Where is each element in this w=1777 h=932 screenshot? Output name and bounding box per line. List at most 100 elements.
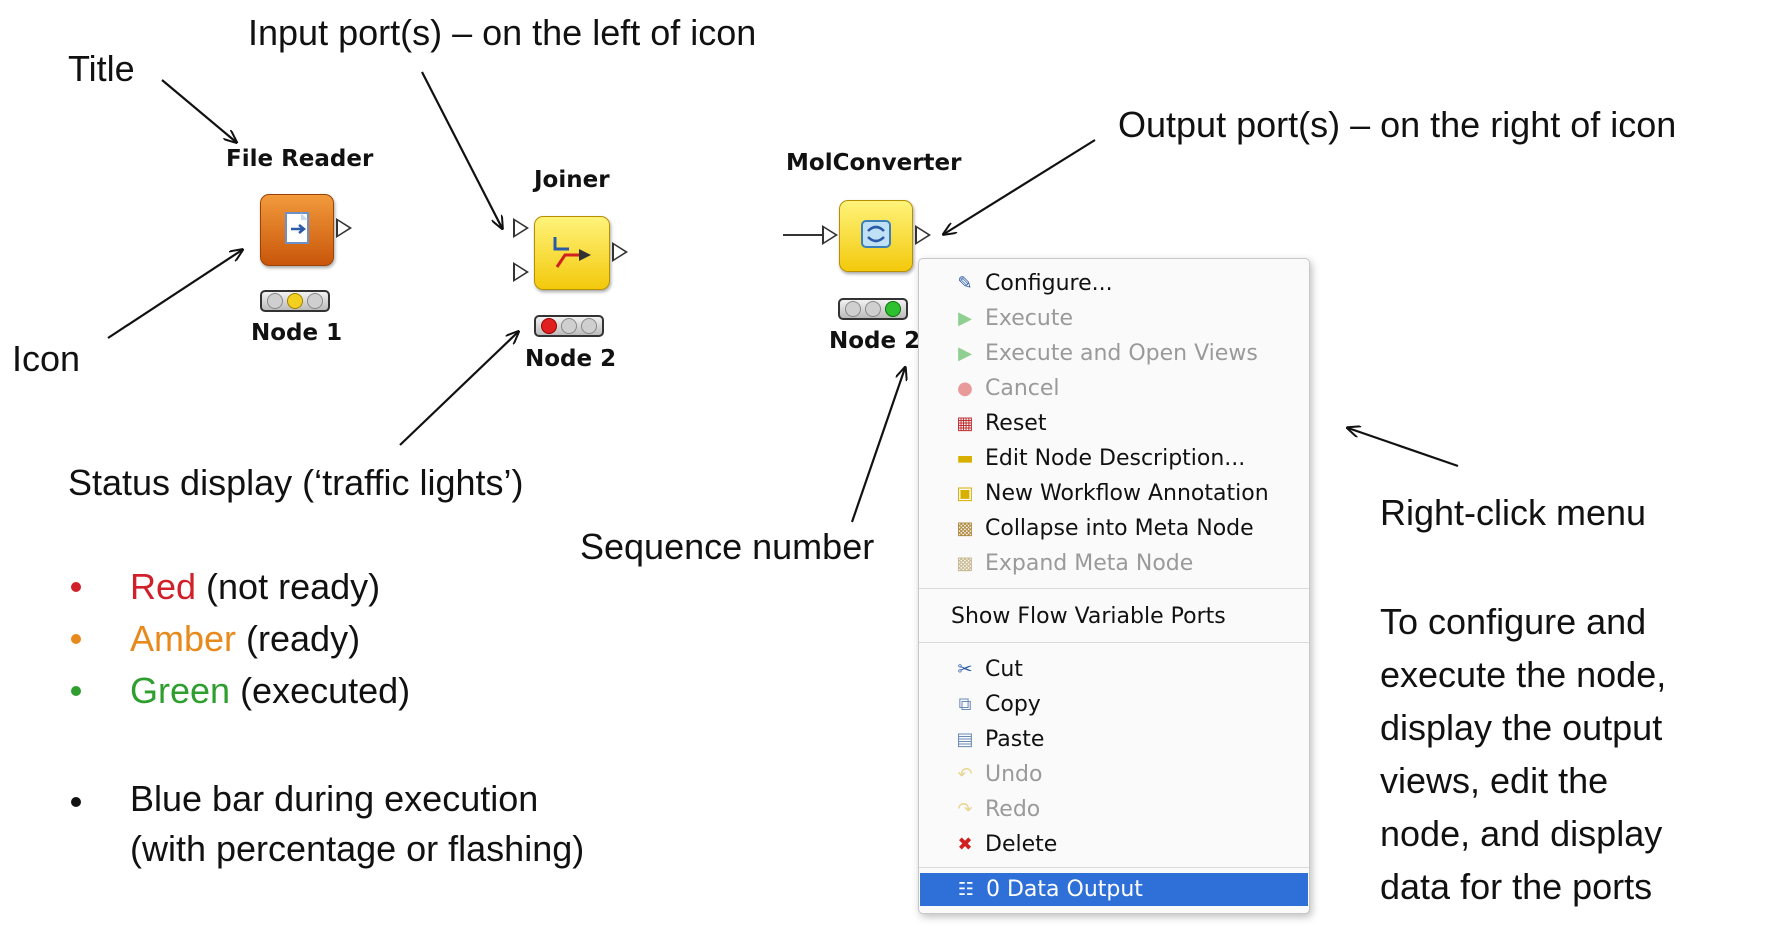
menu-item-label: Redo (985, 797, 1041, 822)
menu-item-label: Copy (985, 692, 1041, 717)
node-title-file-reader: File Reader (226, 146, 374, 172)
label-title: Title (68, 48, 135, 89)
execute-open-views-icon: ▶ (958, 343, 972, 364)
input-port[interactable] (822, 225, 838, 245)
menu-item-label: Expand Meta Node (985, 551, 1194, 576)
menu-item-label: Undo (985, 762, 1043, 787)
menu-item-collapse[interactable]: ▩ Collapse into Meta Node (919, 512, 1309, 545)
blue-bar-line2: (with percentage or flashing) (130, 828, 585, 869)
menu-item-label: Edit Node Description... (985, 446, 1246, 471)
light-red (267, 293, 283, 309)
paste-icon: ▤ (956, 729, 974, 750)
menu-item-label: Collapse into Meta Node (985, 516, 1254, 541)
output-port[interactable] (915, 225, 931, 245)
expand-icon: ▩ (956, 553, 974, 574)
annotation-icon: ▣ (956, 483, 974, 504)
bullet-amber (71, 634, 81, 644)
label-output-ports: Output port(s) – on the right of icon (1118, 104, 1677, 145)
light-green-on (885, 301, 901, 317)
legend-green-word: Green (130, 670, 231, 711)
label-status-display: Status display (‘traffic lights’) (68, 462, 524, 503)
menu-item-execute[interactable]: ▶ Execute (919, 302, 1309, 335)
menu-item-label: Show Flow Variable Ports (951, 604, 1226, 629)
output-port[interactable] (612, 242, 628, 262)
bullet-red (71, 582, 81, 592)
output-port[interactable] (336, 218, 352, 238)
menu-item-redo[interactable]: ↷ Redo (919, 793, 1309, 826)
molecule-convert-icon (861, 220, 891, 248)
joiner-icon[interactable] (534, 216, 610, 290)
arrow-input-ports (421, 71, 502, 228)
menu-item-label: Cut (985, 657, 1023, 682)
light-amber (561, 318, 577, 334)
menu-item-label: Reset (985, 411, 1047, 436)
menu-item-cancel[interactable]: ● Cancel (919, 372, 1309, 405)
blue-bar-line1: Blue bar during execution (130, 778, 539, 819)
node-seq-1: Node 1 (251, 320, 343, 346)
traffic-light-node-2 (534, 315, 604, 337)
traffic-light-node-3 (838, 298, 908, 320)
menu-item-delete[interactable]: ✖ Delete (919, 828, 1309, 861)
context-menu: ✎ Configure... ▶ Execute ▶ Execute and O… (918, 258, 1310, 914)
legend-red-word: Red (130, 566, 197, 607)
arrow-menu (1348, 428, 1459, 468)
bullet-blue-bar (71, 797, 81, 807)
light-amber-on (287, 293, 303, 309)
join-arrows-icon (553, 237, 591, 268)
light-green (581, 318, 597, 334)
legend-red-rest: (not ready) (196, 566, 381, 607)
menu-item-cut[interactable]: ✂ Cut (919, 653, 1309, 686)
light-red (845, 301, 861, 317)
menu-item-paste[interactable]: ▤ Paste (919, 723, 1309, 756)
menu-item-label: Execute and Open Views (985, 341, 1258, 366)
label-input-ports: Input port(s) – on the left of icon (248, 12, 757, 53)
molconverter-icon[interactable] (839, 200, 913, 272)
menu-item-label: Paste (985, 727, 1045, 752)
input-port-2[interactable] (513, 262, 529, 282)
delete-icon: ✖ (957, 834, 973, 855)
menu-item-new-annotation[interactable]: ▣ New Workflow Annotation (919, 477, 1309, 510)
arrow-icon (107, 250, 242, 339)
menu-item-data-output[interactable]: ☷ 0 Data Output (920, 873, 1308, 906)
reset-icon: ▦ (956, 413, 974, 434)
collapse-icon: ▩ (956, 518, 974, 539)
legend-green-rest: (executed) (230, 670, 411, 711)
data-table-icon: ☷ (957, 879, 975, 900)
file-reader-icon[interactable] (260, 194, 334, 266)
legend-green: Green (executed) (130, 670, 410, 712)
menu-item-expand[interactable]: ▩ Expand Meta Node (919, 547, 1309, 580)
bullet-green (71, 686, 81, 696)
configure-icon: ✎ (957, 273, 973, 294)
menu-item-label: Execute (985, 306, 1073, 331)
light-amber (865, 301, 881, 317)
legend-amber-rest: (ready) (236, 618, 361, 659)
menu-item-label: Cancel (985, 376, 1060, 401)
light-red-on (541, 318, 557, 334)
menu-item-edit-description[interactable]: ▬ Edit Node Description... (919, 442, 1309, 475)
description-line: To configure and (1380, 601, 1647, 642)
execute-icon: ▶ (958, 308, 972, 329)
label-right-click-menu: Right-click menu (1380, 492, 1647, 533)
label-icon: Icon (12, 338, 81, 379)
arrow-sequence (850, 368, 905, 523)
menu-item-reset[interactable]: ▦ Reset (919, 407, 1309, 440)
menu-description: To configure and execute the node, displ… (1380, 595, 1666, 913)
menu-item-label: Delete (985, 832, 1058, 857)
description-line: views, edit the (1380, 760, 1609, 801)
input-port-1[interactable] (513, 218, 529, 238)
description-line: display the output (1380, 707, 1663, 748)
menu-item-execute-open-views[interactable]: ▶ Execute and Open Views (919, 337, 1309, 370)
undo-icon: ↶ (957, 764, 973, 785)
menu-separator (919, 588, 1309, 589)
menu-item-copy[interactable]: ⧉ Copy (919, 688, 1309, 721)
menu-separator (919, 867, 1309, 868)
legend-amber-word: Amber (130, 618, 237, 659)
menu-item-label: 0 Data Output (986, 877, 1143, 902)
node-seq-2: Node 2 (525, 346, 617, 372)
legend-red: Red (not ready) (130, 566, 380, 608)
menu-item-configure[interactable]: ✎ Configure... (919, 267, 1309, 300)
menu-item-undo[interactable]: ↶ Undo (919, 758, 1309, 791)
description-line: node, and display (1380, 813, 1663, 854)
menu-item-show-flow-vars[interactable]: Show Flow Variable Ports (919, 600, 1309, 633)
